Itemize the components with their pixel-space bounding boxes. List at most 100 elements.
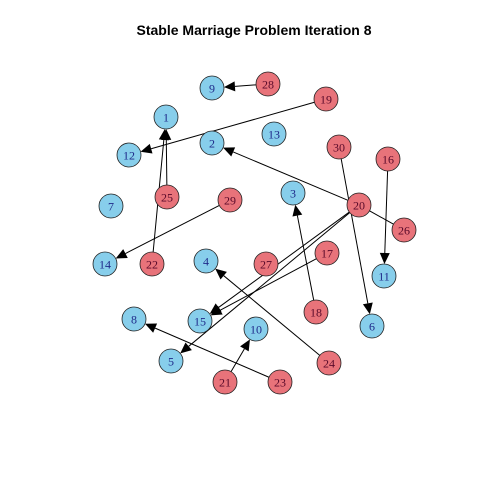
arrowhead bbox=[145, 323, 158, 333]
node-circle bbox=[326, 134, 352, 160]
node-7: 7 bbox=[98, 193, 124, 219]
node-26: 26 bbox=[391, 217, 417, 243]
arrowhead bbox=[215, 268, 227, 280]
node-circle bbox=[253, 251, 279, 277]
node-label: 25 bbox=[161, 191, 173, 205]
node-label: 10 bbox=[250, 323, 262, 337]
node-20: 20 bbox=[346, 192, 372, 218]
node-29: 29 bbox=[217, 187, 243, 213]
node-22: 22 bbox=[139, 251, 165, 277]
node-24: 24 bbox=[316, 350, 342, 376]
arrowhead bbox=[210, 305, 223, 316]
node-circle bbox=[187, 308, 213, 334]
node-circle bbox=[217, 187, 243, 213]
arrowhead bbox=[379, 252, 390, 265]
edge-30-6 bbox=[340, 158, 373, 315]
node-10: 10 bbox=[243, 316, 269, 342]
node-label: 16 bbox=[382, 153, 394, 167]
node-circle bbox=[313, 86, 339, 112]
node-circle bbox=[359, 313, 385, 339]
node-label: 13 bbox=[268, 128, 280, 142]
node-label: 1 bbox=[163, 111, 169, 125]
node-label: 30 bbox=[333, 141, 345, 155]
node-11: 11 bbox=[371, 263, 397, 289]
node-circle bbox=[121, 306, 147, 332]
node-circle bbox=[158, 348, 184, 374]
node-21: 21 bbox=[212, 369, 238, 395]
node-circle bbox=[116, 142, 142, 168]
node-circle bbox=[303, 299, 329, 325]
node-19: 19 bbox=[313, 86, 339, 112]
node-9: 9 bbox=[199, 75, 225, 101]
node-15: 15 bbox=[187, 308, 213, 334]
node-30: 30 bbox=[326, 134, 352, 160]
node-label: 17 bbox=[321, 247, 333, 261]
node-circle bbox=[316, 350, 342, 376]
node-label: 24 bbox=[323, 357, 335, 371]
node-label: 7 bbox=[108, 200, 114, 214]
node-circle bbox=[154, 184, 180, 210]
node-circle bbox=[243, 316, 269, 342]
node-circle bbox=[280, 180, 306, 206]
node-25: 25 bbox=[154, 184, 180, 210]
edge-20-5 bbox=[180, 212, 351, 354]
node-circle bbox=[92, 251, 118, 277]
node-4: 4 bbox=[193, 248, 219, 274]
edge-28-9 bbox=[223, 81, 257, 92]
arrowhead bbox=[223, 81, 236, 92]
node-circle bbox=[212, 369, 238, 395]
diagram-title: Stable Marriage Problem Iteration 8 bbox=[137, 22, 372, 38]
node-label: 15 bbox=[194, 315, 206, 329]
node-27: 27 bbox=[253, 251, 279, 277]
node-label: 12 bbox=[123, 149, 135, 163]
node-label: 28 bbox=[262, 78, 274, 92]
node-label: 21 bbox=[219, 376, 231, 390]
edge-19-12 bbox=[140, 101, 315, 154]
node-label: 5 bbox=[168, 355, 174, 369]
node-17: 17 bbox=[314, 240, 340, 266]
nodes-layer: 1234567891011121314151617181920212223242… bbox=[92, 71, 417, 395]
node-label: 18 bbox=[310, 306, 322, 320]
arrowhead bbox=[140, 143, 153, 154]
node-label: 22 bbox=[146, 258, 158, 272]
arrowhead bbox=[158, 128, 169, 141]
node-circle bbox=[314, 240, 340, 266]
node-3: 3 bbox=[280, 180, 306, 206]
node-circle bbox=[199, 75, 225, 101]
node-8: 8 bbox=[121, 306, 147, 332]
node-circle bbox=[139, 251, 165, 277]
arrowhead bbox=[180, 342, 192, 354]
node-18: 18 bbox=[303, 299, 329, 325]
edge-21-10 bbox=[230, 339, 250, 372]
node-circle bbox=[261, 121, 287, 147]
node-label: 2 bbox=[209, 137, 215, 151]
node-circle bbox=[375, 146, 401, 172]
node-circle bbox=[346, 192, 372, 218]
node-label: 11 bbox=[378, 270, 390, 284]
node-label: 26 bbox=[398, 224, 410, 238]
node-label: 3 bbox=[290, 187, 296, 201]
arrowhead bbox=[362, 302, 373, 315]
node-label: 27 bbox=[260, 258, 272, 272]
node-6: 6 bbox=[359, 313, 385, 339]
node-label: 9 bbox=[209, 82, 215, 96]
node-14: 14 bbox=[92, 251, 118, 277]
edge-20-2 bbox=[223, 147, 349, 201]
node-label: 23 bbox=[274, 376, 286, 390]
node-13: 13 bbox=[261, 121, 287, 147]
node-1: 1 bbox=[153, 104, 179, 130]
node-12: 12 bbox=[116, 142, 142, 168]
node-label: 29 bbox=[224, 194, 236, 208]
node-circle bbox=[255, 71, 281, 97]
arrowhead bbox=[223, 147, 236, 157]
node-circle bbox=[153, 104, 179, 130]
edge-23-8 bbox=[145, 323, 270, 378]
node-circle bbox=[267, 369, 293, 395]
edge-20-26 bbox=[369, 210, 394, 225]
edge-29-14 bbox=[115, 205, 220, 259]
edge-16-11 bbox=[379, 170, 390, 265]
edge-24-4 bbox=[215, 268, 321, 356]
node-label: 8 bbox=[131, 313, 137, 327]
edges-layer bbox=[115, 81, 394, 378]
